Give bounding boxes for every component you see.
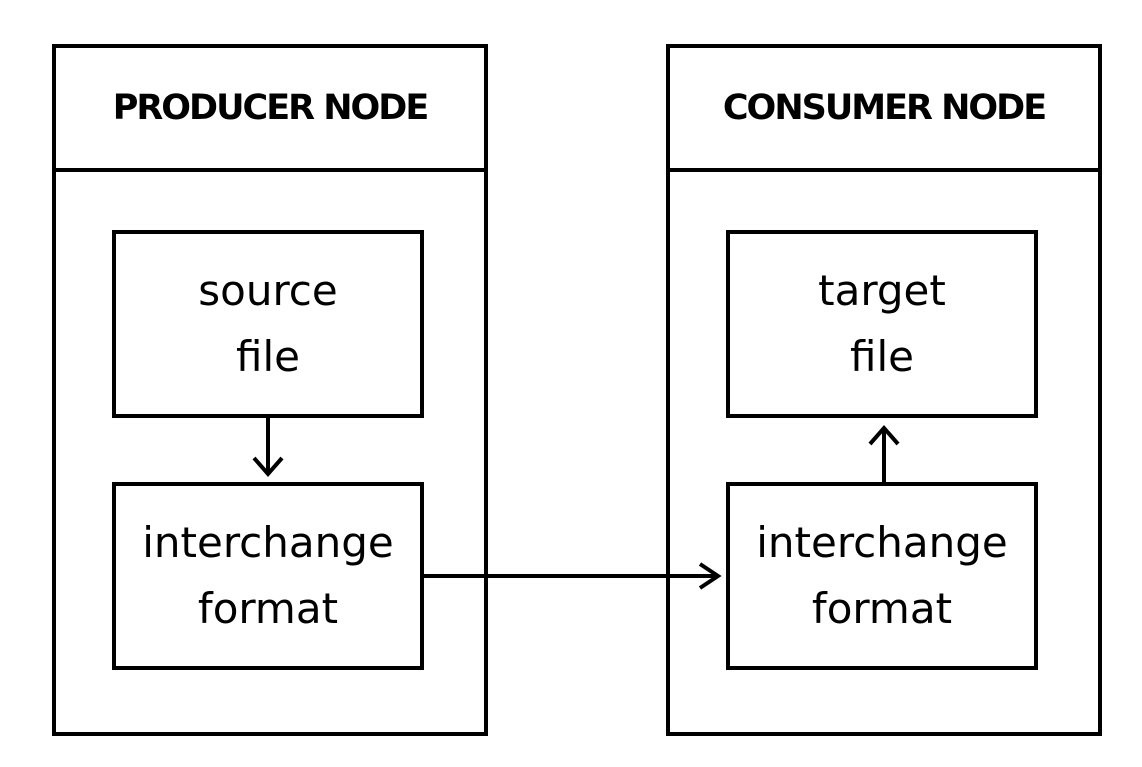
- producer-interchange-format-box: interchange format: [112, 482, 424, 670]
- target-file-label-line1: target: [818, 266, 946, 315]
- source-file-label-line2: file: [236, 332, 300, 381]
- producer-format-label-line2: format: [197, 584, 339, 633]
- consumer-format-label-line2: format: [811, 584, 953, 633]
- target-file-box: target file: [726, 230, 1038, 418]
- source-file-box: source file: [112, 230, 424, 418]
- consumer-format-label-line1: interchange: [756, 518, 1008, 567]
- consumer-node-title: CONSUMER NODE: [670, 48, 1098, 172]
- source-file-label-line1: source: [198, 266, 338, 315]
- producer-format-label-line1: interchange: [142, 518, 394, 567]
- producer-node-title: PRODUCER NODE: [56, 48, 484, 172]
- target-file-label-line2: file: [850, 332, 914, 381]
- consumer-interchange-format-box: interchange format: [726, 482, 1038, 670]
